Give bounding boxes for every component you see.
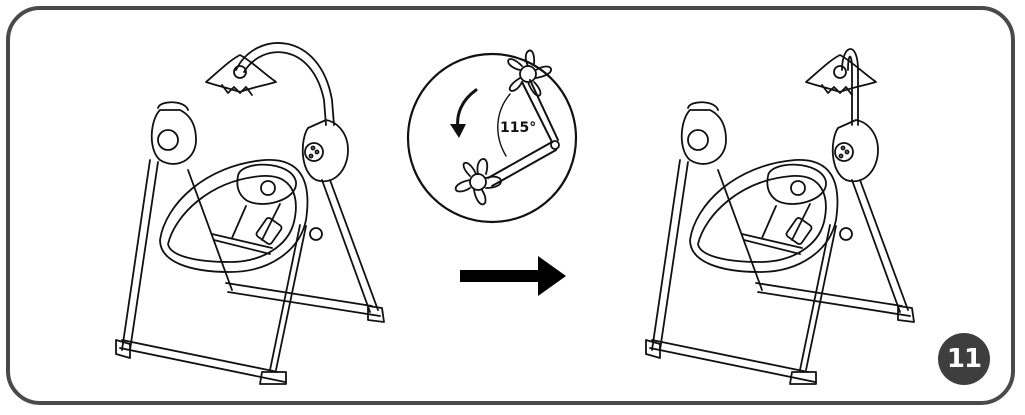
swing-before bbox=[115, 42, 385, 385]
angle-label: 115° bbox=[500, 120, 537, 136]
swing-after bbox=[645, 48, 915, 385]
mobile-toy-icon bbox=[805, 54, 877, 96]
rotation-detail bbox=[406, 49, 578, 224]
right-arrow-icon bbox=[460, 256, 566, 296]
flower-bottom-icon bbox=[454, 158, 502, 206]
mobile-toy-icon bbox=[205, 54, 277, 96]
flower-top-icon bbox=[507, 49, 552, 97]
step-number-badge: 11 bbox=[938, 333, 990, 385]
curved-arrow-icon bbox=[450, 88, 478, 138]
